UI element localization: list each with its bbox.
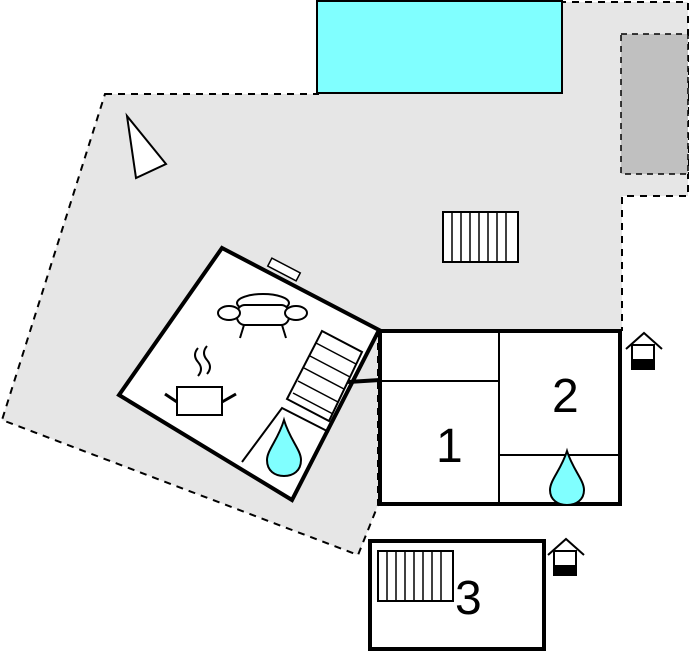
water-drop-icon xyxy=(265,416,303,478)
living-room xyxy=(116,245,382,503)
room-2-label: 2 xyxy=(552,370,579,423)
cooking-pot-icon xyxy=(164,345,237,416)
room-1-label: 1 xyxy=(436,420,463,473)
connector-wall xyxy=(347,378,381,384)
parking-area xyxy=(620,33,689,175)
stairs-icon xyxy=(442,211,519,263)
pool xyxy=(316,0,563,94)
room-3-label: 3 xyxy=(455,572,482,625)
water-drop-icon xyxy=(548,447,586,507)
window-icon xyxy=(266,257,302,282)
bathroom-partition xyxy=(241,406,330,463)
stairs-icon xyxy=(285,329,364,423)
house-entrance-icon xyxy=(625,331,663,370)
north-arrow-icon xyxy=(125,112,168,180)
stairs-icon xyxy=(377,550,454,602)
house-entrance-icon xyxy=(547,537,585,576)
sofa-icon xyxy=(217,293,308,339)
